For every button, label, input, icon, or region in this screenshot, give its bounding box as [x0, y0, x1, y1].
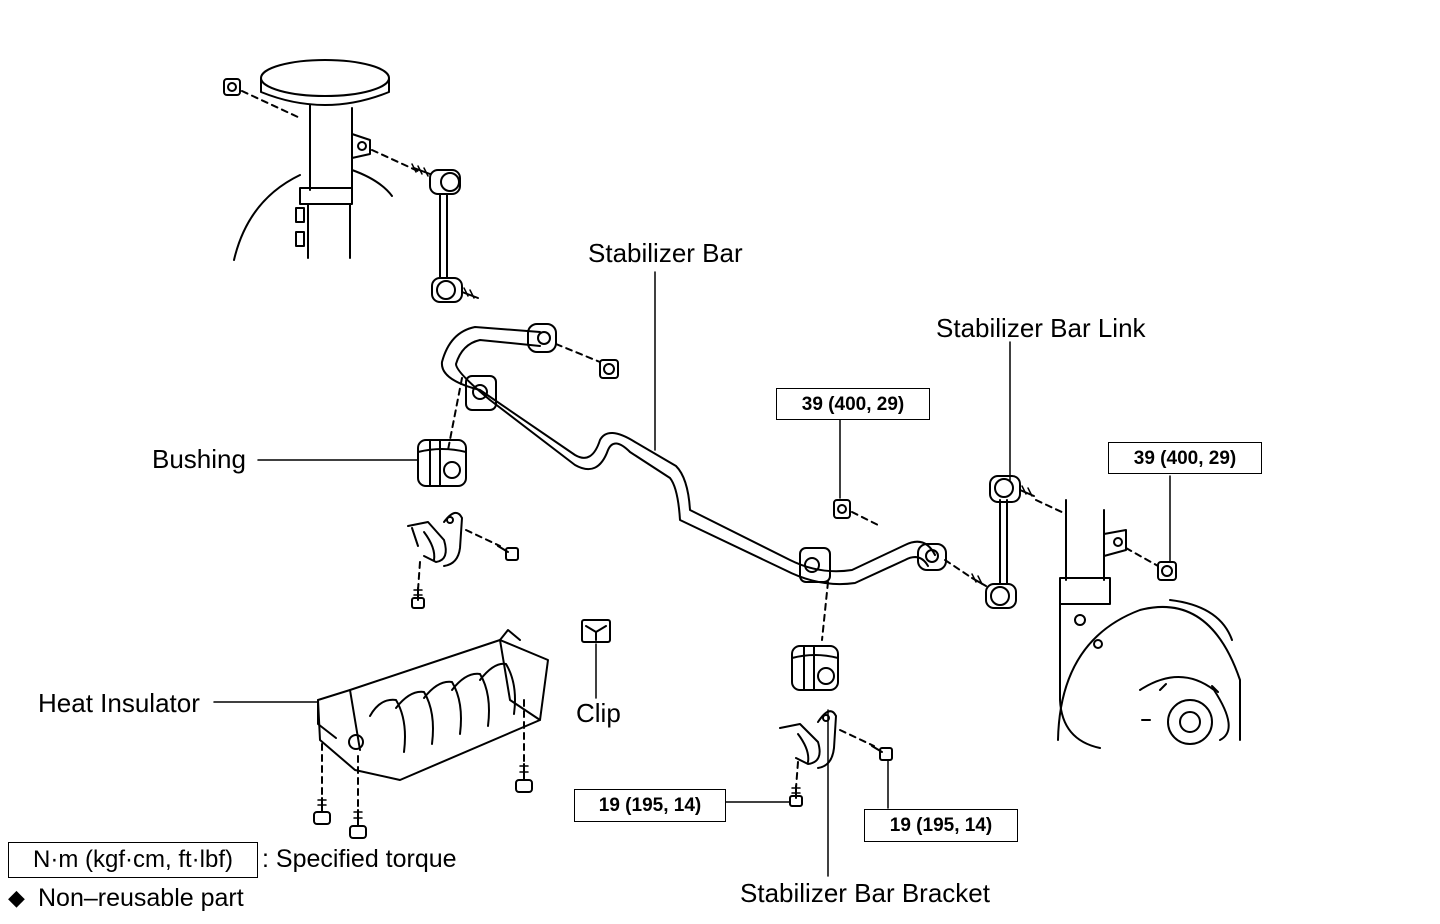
- label-stabilizer-bar-link: Stabilizer Bar Link: [936, 313, 1146, 343]
- right-lower-nut-icon: [1157, 561, 1177, 581]
- label-stabilizer-bar: Stabilizer Bar: [588, 238, 743, 268]
- torque-spec-link-upper: 39 (400, 29): [776, 388, 930, 420]
- stabilizer-bar: [440, 323, 947, 586]
- insulator-bolt-left-icon: [313, 797, 331, 825]
- right-stabilizer-bar-link: [971, 475, 1035, 609]
- left-bracket-bolt-icon: [497, 545, 519, 561]
- legend-non-reusable-text: Non–reusable part: [38, 884, 244, 912]
- right-bushing: [791, 645, 839, 691]
- insulator-bolt-center-icon: [349, 809, 367, 839]
- right-stabilizer-bar-bracket: [779, 710, 837, 769]
- left-nut-icon: [223, 78, 241, 96]
- label-stabilizer-bar-bracket: Stabilizer Bar Bracket: [740, 878, 990, 908]
- torque-spec-bracket-right: 19 (195, 14): [864, 809, 1018, 842]
- left-bushing: [417, 439, 467, 487]
- label-bushing: Bushing: [152, 444, 246, 474]
- insulator-bolt-right-icon: [515, 763, 533, 793]
- right-link-nut-icon: [833, 499, 851, 519]
- label-clip: Clip: [576, 698, 621, 728]
- left-strut-assembly: [233, 59, 393, 261]
- left-bracket-lower-bolt-icon: [411, 587, 425, 609]
- legend-torque-unit-box: N·m (kgf·cm, ft·lbf): [8, 842, 258, 878]
- left-stabilizer-bar-bracket: [407, 511, 463, 567]
- heat-insulator: [317, 629, 549, 781]
- left-link-lower-nut-icon: [599, 359, 619, 379]
- torque-spec-link-lower: 39 (400, 29): [1108, 442, 1262, 474]
- legend-torque-unit-text: : Specified torque: [262, 845, 457, 873]
- label-heat-insulator: Heat Insulator: [38, 688, 200, 718]
- right-bracket-lower-bolt-icon: [789, 785, 803, 807]
- right-strut-and-disc: [1057, 499, 1241, 749]
- clip-part: [581, 619, 611, 643]
- right-bracket-bolt-icon: [871, 745, 893, 761]
- torque-spec-bracket-left: 19 (195, 14): [574, 789, 726, 822]
- non-reusable-diamond-icon: ◆: [8, 885, 25, 910]
- left-stabilizer-bar-link: [411, 163, 479, 303]
